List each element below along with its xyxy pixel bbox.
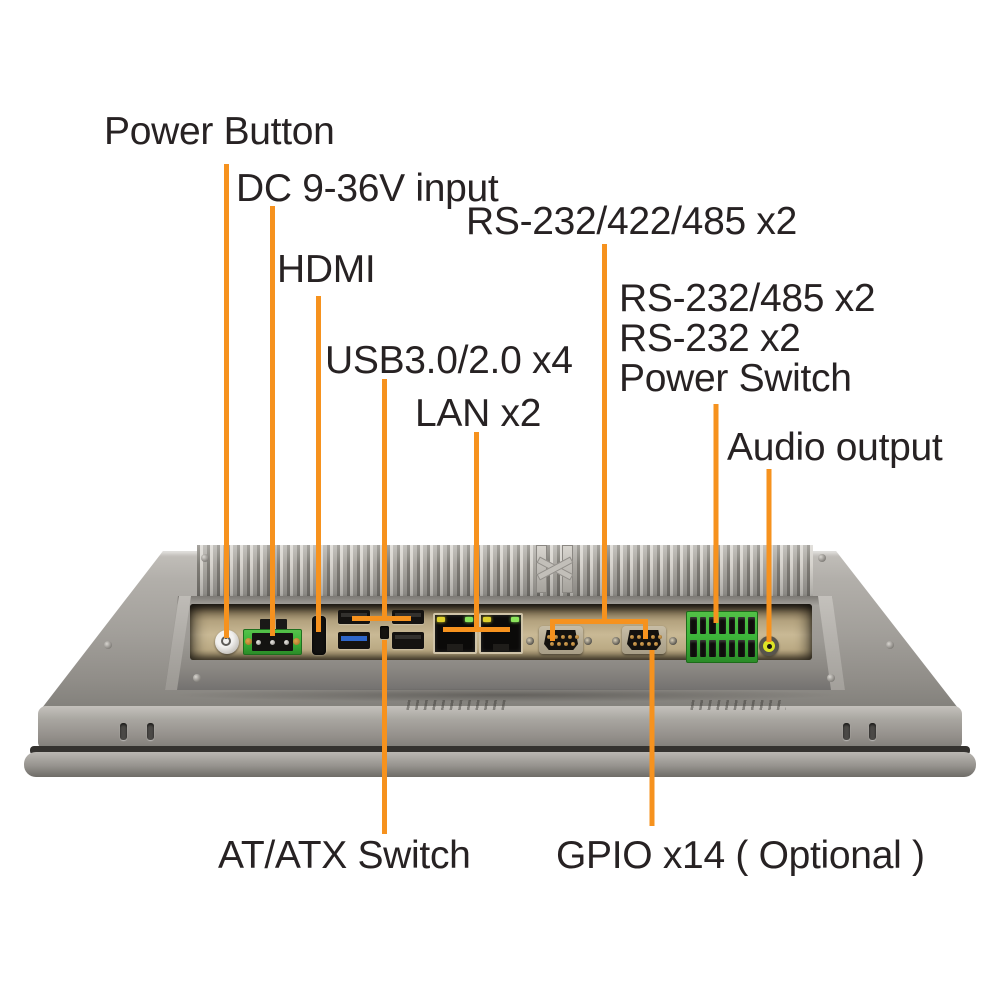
lan-led-yellow: [483, 617, 491, 622]
usb-port-1[interactable]: [338, 610, 370, 624]
terminal-contacts: [252, 633, 293, 651]
label-dc-input: DC 9-36V input: [236, 167, 499, 210]
vent-slots-left: [402, 700, 510, 710]
hdmi-port[interactable]: [312, 616, 326, 655]
panel-screw: [612, 637, 620, 645]
terminal-screw: [283, 639, 289, 645]
screw-dot: [104, 641, 112, 649]
label-hdmi: HDMI: [277, 248, 376, 291]
label-power-switch: Power Switch: [619, 357, 852, 400]
panel-screw: [526, 637, 534, 645]
screw-dot: [201, 554, 209, 562]
screw-dot: [193, 674, 201, 682]
dsub-insert: [544, 630, 578, 650]
audio-ring: [763, 640, 775, 652]
gpio-pin-row: [690, 617, 755, 634]
flange-screw: [293, 638, 300, 645]
gpio-terminal-block[interactable]: [686, 611, 758, 663]
terminal-tab: [276, 619, 287, 632]
rj45-notch: [493, 644, 509, 651]
vent-slots-right: [686, 700, 786, 710]
screw-dot: [818, 554, 826, 562]
dsub-insert: [627, 630, 661, 650]
lan-port-2[interactable]: [479, 613, 523, 654]
panel-screw: [584, 637, 592, 645]
screw-dot: [827, 674, 835, 682]
label-rs232-422-485: RS-232/422/485 x2: [466, 200, 797, 243]
flange-screw: [245, 638, 252, 645]
serial-port-2[interactable]: [622, 626, 666, 654]
audio-jack[interactable]: [759, 636, 779, 656]
usb-port-4[interactable]: [392, 632, 424, 649]
label-gpio: GPIO x14 ( Optional ): [556, 834, 925, 877]
usb-tongue: [341, 613, 367, 617]
label-lan: LAN x2: [415, 392, 542, 435]
at-atx-switch[interactable]: [380, 626, 389, 639]
pin-row: [547, 635, 579, 639]
front-bezel-bar: [38, 706, 962, 750]
bezel-groove: [30, 746, 970, 755]
serial-port-1[interactable]: [539, 626, 583, 654]
bezel-slot: [120, 723, 127, 740]
lan-port-1[interactable]: [433, 613, 477, 654]
bezel-slot: [147, 723, 154, 740]
bezel-slot: [843, 723, 850, 740]
pin-row: [633, 642, 658, 646]
lan-led-yellow: [437, 617, 445, 622]
terminal-screw: [269, 639, 275, 645]
bottom-lip: [24, 752, 976, 777]
power-button-port[interactable]: [215, 630, 239, 654]
power-icon: [221, 634, 231, 646]
usb-port-2[interactable]: [392, 610, 424, 624]
label-usb: USB3.0/2.0 x4: [325, 339, 573, 382]
label-rs232-485: RS-232/485 x2: [619, 277, 876, 320]
terminal-tab: [260, 619, 271, 632]
label-power-button: Power Button: [104, 110, 335, 153]
pin-row: [550, 642, 575, 646]
dc-input-terminal[interactable]: [243, 619, 302, 655]
label-at-atx: AT/ATX Switch: [218, 834, 471, 877]
panel-screw: [669, 637, 677, 645]
terminal-screw: [256, 639, 262, 645]
pin-row: [630, 635, 662, 639]
usb3-port[interactable]: [338, 632, 370, 649]
audio-hole: [766, 643, 772, 649]
usb-tongue: [395, 635, 421, 639]
usb-tongue: [395, 613, 421, 617]
label-rs232: RS-232 x2: [619, 317, 801, 360]
gpio-pin-row: [690, 640, 755, 657]
module-shadow: [170, 688, 842, 702]
screw-dot: [886, 641, 894, 649]
label-audio: Audio output: [727, 426, 943, 469]
bezel-slot: [869, 723, 876, 740]
heatsink-bracket: [534, 545, 574, 593]
lan-led-green: [465, 617, 473, 622]
usb3-tongue: [341, 636, 367, 641]
lan-led-green: [511, 617, 519, 622]
rj45-notch: [447, 644, 463, 651]
